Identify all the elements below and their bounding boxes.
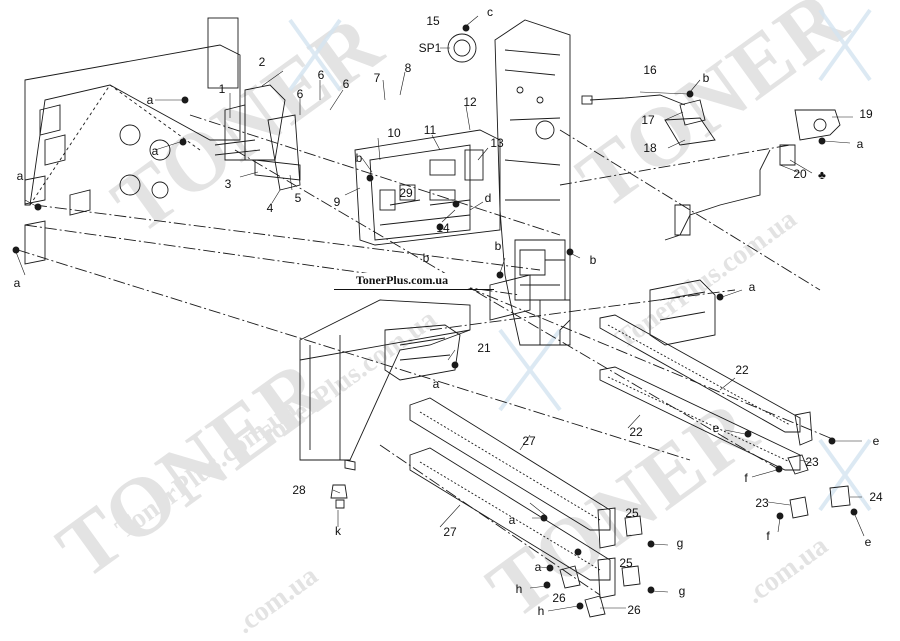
club-mark-icon: ♣ xyxy=(818,168,826,182)
callout-label: 26 xyxy=(552,591,566,605)
callout-label: f xyxy=(766,529,770,543)
callout-label: a xyxy=(14,276,21,290)
callout-label: h xyxy=(538,604,545,618)
callout-label: 7 xyxy=(374,71,381,85)
callout-label: a xyxy=(433,377,440,391)
callout-label: 4 xyxy=(267,201,274,215)
callout-label: 28 xyxy=(292,483,306,497)
callout-label: g xyxy=(677,536,684,550)
callout-label: a xyxy=(749,280,756,294)
callout-label: 11 xyxy=(424,123,437,137)
callout-label: b xyxy=(495,239,502,253)
callout-label: 22 xyxy=(735,363,749,377)
callout-label: 17 xyxy=(641,113,655,127)
callout-label: 8 xyxy=(405,61,412,75)
callout-label: 25 xyxy=(619,556,633,570)
exploded-parts-diagram: 12345666789101112131415SP1c16b171819a20a… xyxy=(12,5,883,618)
callout-label: 29 xyxy=(399,186,413,200)
callout-label: a xyxy=(535,560,542,574)
callout-label: 2 xyxy=(259,55,266,69)
callout-label: 21 xyxy=(477,341,491,355)
callout-label: 6 xyxy=(297,87,304,101)
callout-label: 26 xyxy=(627,603,641,617)
machine-frame xyxy=(12,15,865,618)
callout-label: 23 xyxy=(755,496,769,510)
callout-label: 10 xyxy=(387,126,401,140)
callout-label: 22 xyxy=(629,425,643,439)
callout-label: 18 xyxy=(643,141,657,155)
callout-label: 12 xyxy=(463,95,477,109)
callout-label: e xyxy=(713,421,720,435)
callout-label: SP1 xyxy=(419,41,442,55)
callout-label: 1 xyxy=(219,82,226,96)
callout-label: a xyxy=(857,137,864,151)
callout-label: 25 xyxy=(625,506,639,520)
callout-label: b xyxy=(703,71,710,85)
callout-label: h xyxy=(516,582,523,596)
callout-label: 23 xyxy=(805,455,819,469)
callout-label: k xyxy=(335,524,342,538)
callout-label: b xyxy=(423,251,430,265)
callout-label: 15 xyxy=(426,14,440,28)
callout-label: a xyxy=(147,93,154,107)
callout-label: e xyxy=(873,434,880,448)
callout-label: 5 xyxy=(295,191,302,205)
site-label-underline xyxy=(334,289,494,290)
watermark-x-marks xyxy=(288,8,872,512)
callout-label: a xyxy=(17,169,24,183)
callout-label: d xyxy=(485,191,492,205)
callout-label: b xyxy=(590,253,597,267)
callout-label: g xyxy=(679,584,686,598)
callout-label: 6 xyxy=(343,77,350,91)
callout-label: a xyxy=(509,513,516,527)
callout-label: 6 xyxy=(318,68,325,82)
callout-label: 14 xyxy=(436,221,450,235)
site-label: TonerPlus.com.ua xyxy=(334,273,470,288)
callout-label: b xyxy=(356,151,363,165)
callout-label: 19 xyxy=(859,107,873,121)
callout-label: 13 xyxy=(490,136,504,150)
callout-label: 24 xyxy=(869,490,883,504)
callout-label: 16 xyxy=(643,63,657,77)
callout-label: c xyxy=(487,5,493,19)
callout-label: 27 xyxy=(443,525,457,539)
callout-label: 9 xyxy=(334,195,341,209)
callout-label: e xyxy=(865,535,872,549)
callout-label: 3 xyxy=(225,177,232,191)
callout-label: f xyxy=(744,471,748,485)
callout-label: 20 xyxy=(793,167,807,181)
callout-label: a xyxy=(152,144,159,158)
callout-label: 27 xyxy=(522,434,536,448)
